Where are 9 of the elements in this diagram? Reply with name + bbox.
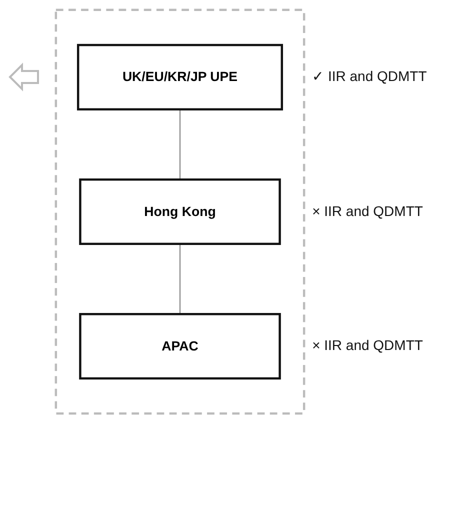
note-text: × IIR and QDMTT (312, 202, 423, 219)
node-box: UK/EU/KR/JP UPE (76, 44, 284, 110)
connector (179, 109, 181, 180)
note-text: ✓ IIR and QDMTT (312, 68, 427, 84)
node-box: APAC (79, 313, 281, 380)
connector (179, 244, 181, 314)
cluster (54, 8, 306, 415)
note-text: × IIR and QDMTT (312, 337, 423, 354)
node-box: Hong Kong (79, 178, 281, 245)
